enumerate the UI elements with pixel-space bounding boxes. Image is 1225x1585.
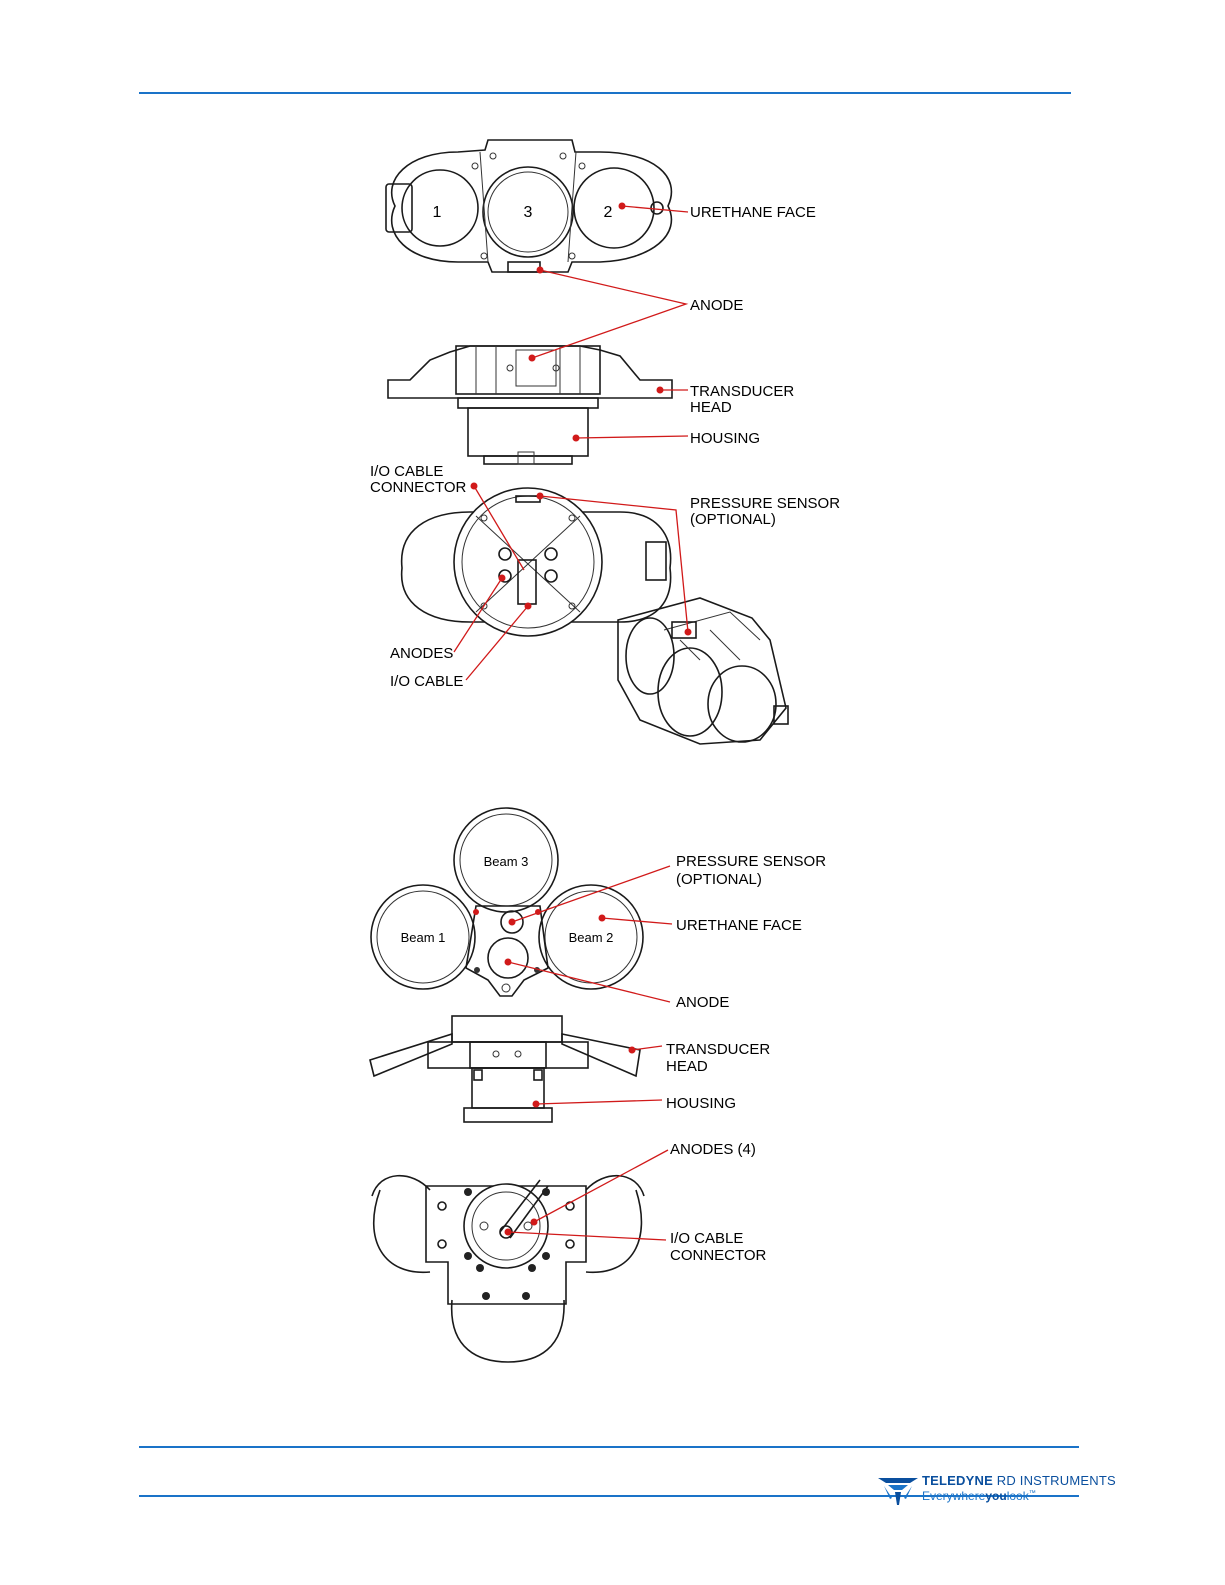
face-view-transducer: Beam 3 Beam 1 Beam 2 — [371, 808, 643, 996]
label-housing: HOUSING — [666, 1095, 736, 1112]
label-io-cable-connector-2: CONNECTOR — [670, 1247, 767, 1264]
label-anode: ANODE — [676, 994, 729, 1011]
tagline-part-2: you — [985, 1489, 1006, 1503]
teledyne-logo-icon — [876, 1472, 920, 1506]
beam-label: Beam 3 — [484, 854, 529, 869]
logo-brand-sub: RD INSTRUMENTS — [997, 1473, 1116, 1488]
label-io-cable-connector: I/O CABLE — [670, 1230, 743, 1247]
beam-label: Beam 2 — [569, 930, 614, 945]
tagline-part-1: Everywhere — [922, 1489, 985, 1503]
side-view-transducer-2 — [370, 1016, 640, 1122]
tagline-part-3: look — [1007, 1489, 1029, 1503]
label-transducer-head-2: HEAD — [666, 1058, 708, 1075]
beam-label: Beam 1 — [401, 930, 446, 945]
teledyne-logo: TELEDYNE RD INSTRUMENTS Everywhereyouloo… — [876, 1472, 1086, 1508]
bottom-diagram: Beam 3 Beam 1 Beam 2 — [0, 0, 1225, 1380]
logo-tagline: Everywhereyoulook™ — [922, 1489, 1036, 1503]
label-urethane-face: URETHANE FACE — [676, 917, 802, 934]
tagline-tm: ™ — [1029, 1490, 1036, 1497]
logo-brand-name: TELEDYNE — [922, 1473, 993, 1488]
label-pressure-sensor-2: (OPTIONAL) — [676, 871, 762, 888]
logo-brand: TELEDYNE RD INSTRUMENTS — [922, 1473, 1116, 1488]
footer-rule-top — [139, 1446, 1079, 1448]
label-transducer-head: TRANSDUCER — [666, 1041, 770, 1058]
label-anodes-4: ANODES (4) — [670, 1141, 756, 1158]
label-pressure-sensor: PRESSURE SENSOR — [676, 853, 826, 870]
connector-view-transducer — [372, 1176, 644, 1362]
